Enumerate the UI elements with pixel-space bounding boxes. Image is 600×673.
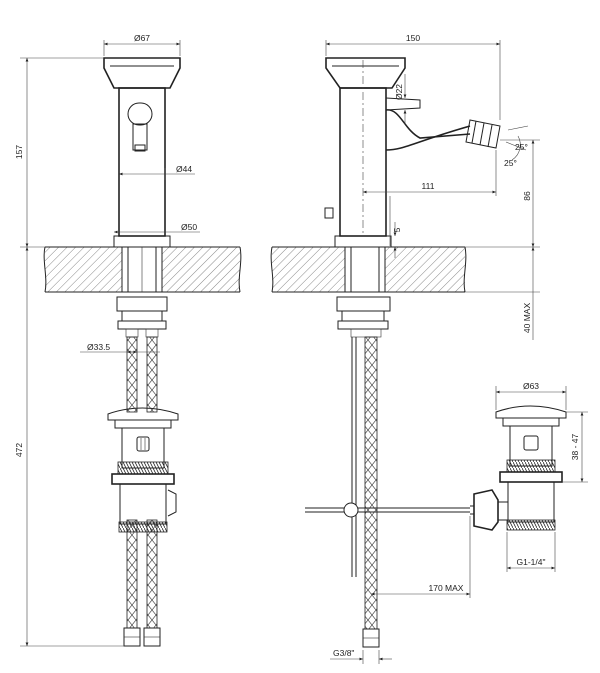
- dim-base-diameter: Ø50: [181, 222, 197, 232]
- dims-front: Ø67 Ø44 Ø50 Ø33.5 157 472: [14, 33, 200, 647]
- under-deck-side: [305, 296, 470, 648]
- under-deck-front: [116, 296, 168, 338]
- deck-side: [270, 246, 467, 293]
- dim-spout-reach: 111: [422, 181, 435, 191]
- dim-total-height-above: 157: [14, 145, 24, 159]
- dim-spout-diameter: Ø44: [176, 164, 192, 174]
- dim-waste-thread: G1-1/4": [516, 557, 545, 567]
- dim-waste-adjust: 38 - 47: [570, 433, 580, 460]
- dim-base-offset: 5: [392, 227, 402, 232]
- dim-tilt-angle-lower: 25°: [504, 158, 517, 168]
- waste-detail: [470, 405, 567, 531]
- dim-total-height-below: 472: [14, 443, 24, 457]
- tap-body-front: [103, 57, 181, 248]
- deck-front: [43, 246, 242, 293]
- dim-shank-diameter: Ø33.5: [87, 342, 110, 352]
- dim-hose-thread: G3/8": [333, 648, 354, 658]
- dim-spout-height: 86: [522, 191, 532, 201]
- dim-tilt-angle-upper: 25°: [515, 142, 528, 152]
- waste-front: [107, 407, 179, 533]
- tap-body-side: [324, 57, 501, 248]
- dim-deck-thickness: 40 MAX: [522, 303, 532, 334]
- dim-rod-length: 170 MAX: [429, 583, 464, 593]
- dim-lever-diameter: Ø22: [394, 84, 404, 100]
- dims-side: 150 Ø22 111 25° 25° 86 40 MAX 5: [325, 33, 588, 664]
- dim-waste-diameter: Ø63: [523, 381, 539, 391]
- dim-body-diameter-top: Ø67: [134, 33, 150, 43]
- hoses-front: [123, 336, 161, 647]
- side-view: 150 Ø22 111 25° 25° 86 40 MAX 5: [270, 33, 588, 664]
- front-view: Ø67 Ø44 Ø50 Ø33.5 157 472: [14, 33, 242, 647]
- dim-overall-depth: 150: [406, 33, 420, 43]
